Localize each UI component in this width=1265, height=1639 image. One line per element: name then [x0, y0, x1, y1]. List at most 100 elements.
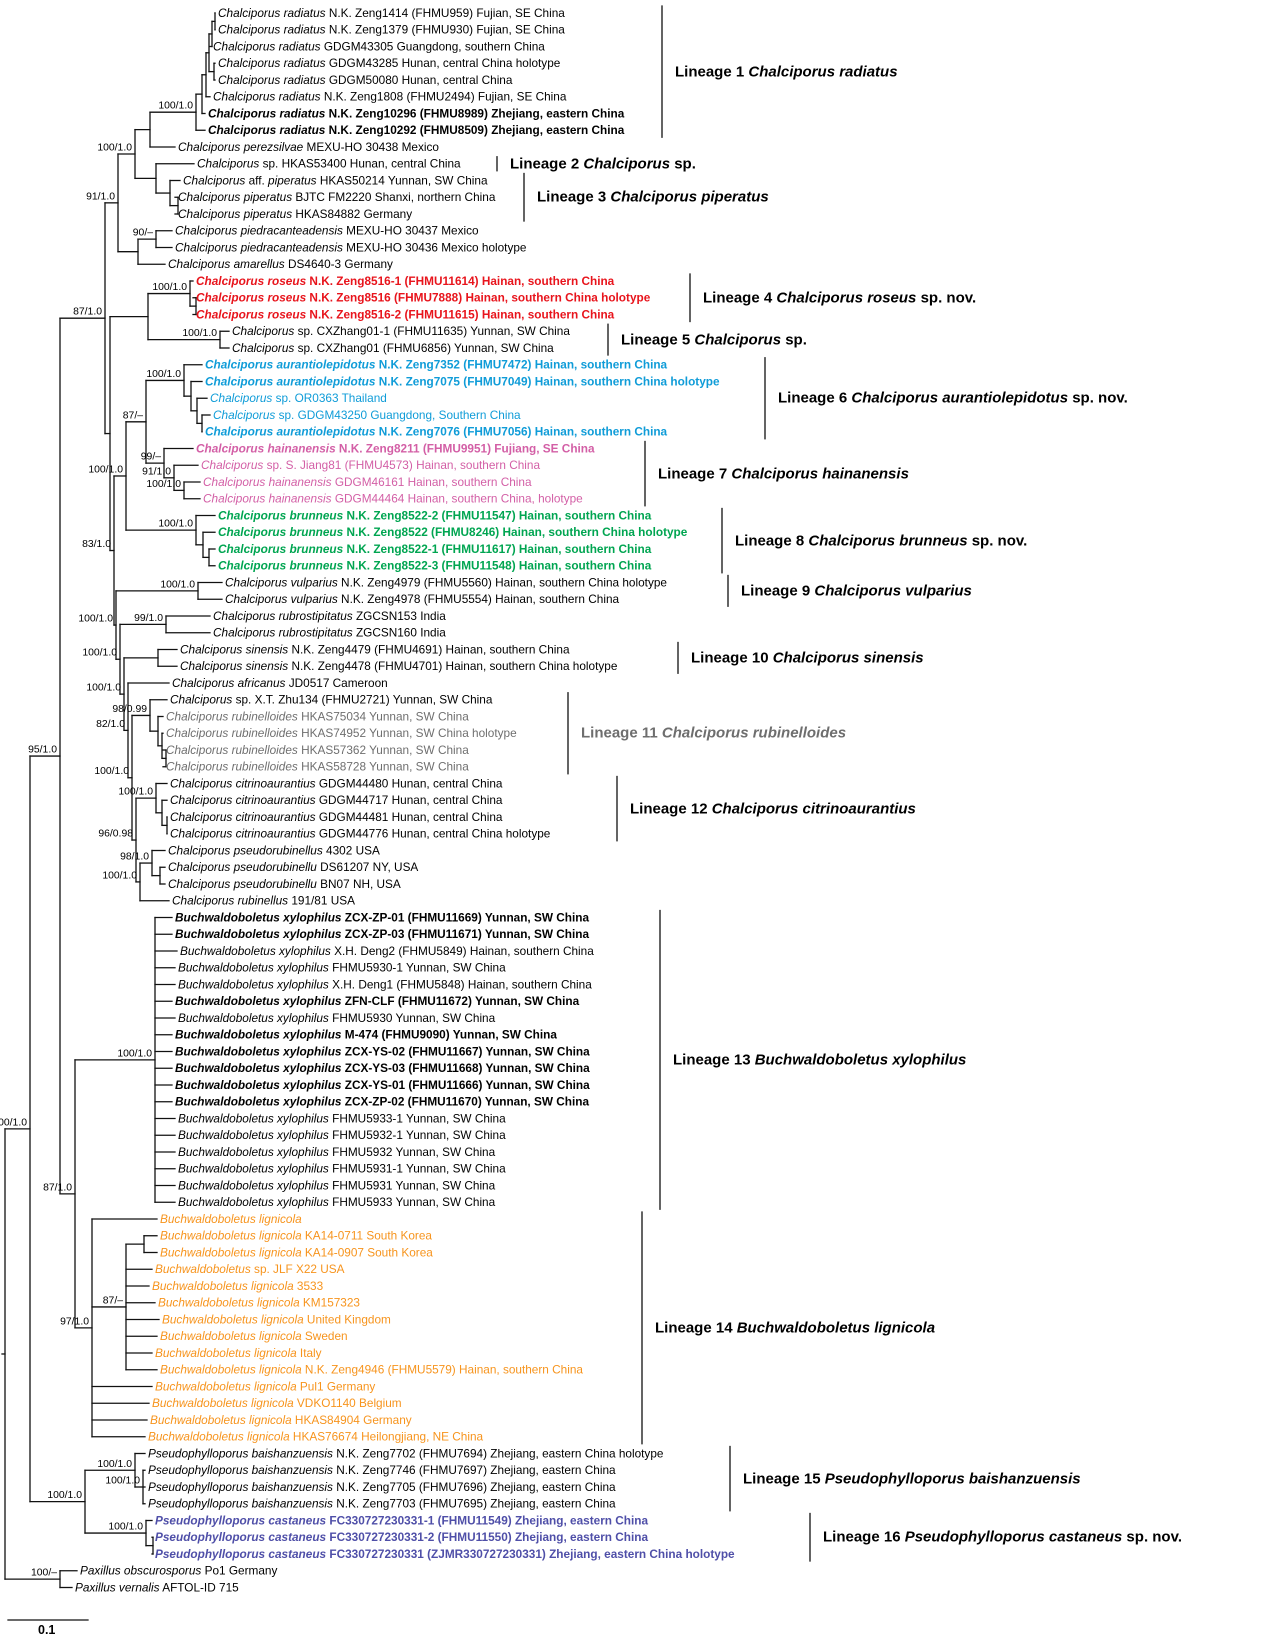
- support-value: 100/1.0: [97, 1459, 132, 1470]
- lineage-label: Lineage 7 Chalciporus hainanensis: [658, 465, 909, 483]
- taxon-label: Buchwaldoboletus xylophilus ZCX-YS-03 (F…: [175, 1061, 590, 1075]
- taxon-label: Chalciporus vulparius N.K. Zeng4978 (FHM…: [225, 592, 620, 606]
- taxon-label: Buchwaldoboletus xylophilus X.H. Deng1 (…: [178, 977, 592, 991]
- support-value: 100/1.0: [160, 579, 195, 590]
- lineage-label: Lineage 14 Buchwaldoboletus lignicola: [655, 1319, 936, 1337]
- taxon-label: Chalciporus citrinoaurantius GDGM44481 H…: [170, 810, 503, 824]
- taxon-label: Buchwaldoboletus lignicola Pul1 Germany: [155, 1379, 375, 1393]
- taxon-label: Chalciporus roseus N.K. Zeng8516-1 (FHMU…: [196, 274, 615, 288]
- support-value: 98/0.99: [112, 704, 147, 715]
- taxon-label: Chalciporus piedracanteadensis MEXU-HO 3…: [175, 224, 479, 238]
- taxon-label: Pseudophylloporus baishanzuensis N.K. Ze…: [148, 1480, 616, 1494]
- taxon-label: Buchwaldoboletus xylophilus ZCX-ZP-02 (F…: [175, 1095, 589, 1109]
- taxon-label: Chalciporus rubinelloides HKAS58728 Yunn…: [166, 760, 469, 774]
- taxon-label: Buchwaldoboletus lignicola Sweden: [160, 1329, 348, 1343]
- lineage-label: Lineage 8 Chalciporus brunneus sp. nov.: [735, 532, 1028, 550]
- taxon-label: Buchwaldoboletus xylophilus FHMU5932-1 Y…: [178, 1128, 506, 1142]
- support-value: 100/1.0: [105, 1476, 140, 1487]
- taxon-label: Chalciporus hainanensis N.K. Zeng8211 (F…: [196, 441, 595, 455]
- taxon-label: Buchwaldoboletus xylophilus FHMU5933 Yun…: [178, 1195, 496, 1209]
- support-value: 91/1.0: [86, 191, 115, 202]
- taxon-label: Buchwaldoboletus lignicola KA14-0711 Sou…: [160, 1229, 432, 1243]
- taxon-label: Chalciporus rubinelloides HKAS75034 Yunn…: [166, 709, 469, 723]
- taxon-label: Buchwaldoboletus lignicola HKAS76674 Hei…: [148, 1430, 484, 1444]
- taxon-label: Pseudophylloporus castaneus FC3307272303…: [155, 1530, 648, 1544]
- lineage-label: Lineage 10 Chalciporus sinensis: [691, 649, 924, 667]
- taxon-label: Chalciporus rubinelloides HKAS57362 Yunn…: [166, 743, 469, 757]
- support-value: 83/1.0: [82, 539, 111, 550]
- taxon-label: Chalciporus radiatus N.K. Zeng1414 (FHMU…: [218, 6, 565, 20]
- taxon-label: Buchwaldoboletus xylophilus FHMU5931-1 Y…: [178, 1162, 506, 1176]
- support-value: 100/1.0: [158, 519, 193, 530]
- taxon-label: Buchwaldoboletus xylophilus FHMU5933-1 Y…: [178, 1111, 506, 1125]
- taxon-label: Chalciporus amarellus DS4640-3 Germany: [168, 257, 393, 271]
- taxon-label: Buchwaldoboletus xylophilus X.H. Deng2 (…: [180, 944, 594, 958]
- taxon-label: Buchwaldoboletus xylophilus FHMU5930 Yun…: [178, 1011, 496, 1025]
- taxon-label: Chalciporus roseus N.K. Zeng8516-2 (FHMU…: [196, 307, 615, 321]
- taxon-label: Chalciporus perezsilvae MEXU-HO 30438 Me…: [178, 140, 439, 154]
- support-value: 100/–: [31, 1568, 57, 1579]
- taxon-label: Paxillus obscurosporus Po1 Germany: [80, 1564, 277, 1578]
- lineage-label: Lineage 4 Chalciporus roseus sp. nov.: [703, 289, 977, 307]
- lineage-label: Lineage 2 Chalciporus sp.: [510, 155, 696, 173]
- support-value: 100/1.0: [88, 464, 123, 475]
- support-value: 90/–: [133, 228, 153, 239]
- taxon-label: Buchwaldoboletus lignicola HKAS84904 Ger…: [150, 1413, 412, 1427]
- taxon-label: Buchwaldoboletus lignicola KA14-0907 Sou…: [160, 1245, 433, 1259]
- support-value: 87/1.0: [73, 307, 102, 318]
- taxon-label: Chalciporus sp. HKAS53400 Hunan, central…: [197, 157, 461, 171]
- taxon-label: Chalciporus radiatus N.K. Zeng10296 (FHM…: [208, 106, 625, 120]
- lineage-label: Lineage 6 Chalciporus aurantiolepidotus …: [778, 389, 1128, 407]
- taxon-label: Paxillus vernalis AFTOL-ID 715: [75, 1580, 239, 1594]
- taxon-label: Buchwaldoboletus lignicola VDKO1140 Belg…: [152, 1396, 402, 1410]
- taxon-label: Chalciporus brunneus N.K. Zeng8522-1 (FH…: [218, 542, 652, 556]
- taxon-label: Chalciporus aurantiolepidotus N.K. Zeng7…: [205, 374, 720, 388]
- taxon-label: Chalciporus pseudorubinellus 4302 USA: [168, 843, 380, 857]
- support-value: 100/1.0: [146, 369, 181, 380]
- support-value: 87/–: [103, 1295, 123, 1306]
- taxon-label: Buchwaldoboletus xylophilus ZFN-CLF (FHM…: [175, 994, 580, 1008]
- taxon-label: Chalciporus radiatus N.K. Zeng1808 (FHMU…: [213, 90, 567, 104]
- support-value: 96/0.98: [98, 829, 133, 840]
- lineage-label: Lineage 5 Chalciporus sp.: [621, 331, 807, 349]
- lineage-label: Lineage 9 Chalciporus vulparius: [741, 582, 972, 600]
- scale-bar: 0.1: [7, 1619, 89, 1637]
- taxon-label: Chalciporus aurantiolepidotus N.K. Zeng7…: [205, 358, 668, 372]
- support-value: 100/1.0: [152, 282, 187, 293]
- scale-bar-label: 0.1: [38, 1623, 55, 1637]
- taxon-label: Chalciporus radiatus N.K. Zeng10292 (FHM…: [208, 123, 625, 137]
- support-value: 82/1.0: [96, 719, 125, 730]
- taxon-label: Chalciporus rubinelloides HKAS74952 Yunn…: [166, 726, 517, 740]
- taxon-label: Buchwaldoboletus xylophilus FHMU5930-1 Y…: [178, 961, 506, 975]
- taxon-label: Chalciporus pseudorubinellu DS61207 NY, …: [168, 860, 418, 874]
- taxon-label: Buchwaldoboletus xylophilus M-474 (FHMU9…: [175, 1028, 557, 1042]
- taxon-label: Buchwaldoboletus xylophilus FHMU5931 Yun…: [178, 1178, 496, 1192]
- taxon-label: Buchwaldoboletus xylophilus ZCX-YS-02 (F…: [175, 1044, 590, 1058]
- taxon-label: Chalciporus piedracanteadensis MEXU-HO 3…: [175, 240, 527, 254]
- taxon-label: Chalciporus rubrostipitatus ZGCSN153 Ind…: [213, 609, 446, 623]
- taxon-label: Chalciporus piperatus BJTC FM2220 Shanxi…: [178, 190, 496, 204]
- taxon-label: Chalciporus sp. CXZhang01-1 (FHMU11635) …: [232, 324, 570, 338]
- taxon-label: Chalciporus radiatus N.K. Zeng1379 (FHMU…: [218, 23, 565, 37]
- support-value: 100/1.0: [118, 787, 153, 798]
- taxon-label: Pseudophylloporus castaneus FC3307272303…: [155, 1547, 735, 1561]
- taxon-label: Chalciporus hainanensis GDGM44464 Hainan…: [203, 492, 583, 506]
- lineage-label: Lineage 12 Chalciporus citrinoaurantius: [630, 800, 916, 818]
- taxon-label: Chalciporus citrinoaurantius GDGM44776 H…: [170, 827, 551, 841]
- lineage-label: Lineage 1 Chalciporus radiatus: [675, 63, 898, 81]
- taxon-label: Chalciporus radiatus GDGM50080 Hunan, ce…: [218, 73, 513, 87]
- taxon-label: Pseudophylloporus baishanzuensis N.K. Ze…: [148, 1463, 616, 1477]
- taxon-label: Chalciporus piperatus HKAS84882 Germany: [178, 207, 412, 221]
- taxon-label: Chalciporus sinensis N.K. Zeng4478 (FHMU…: [180, 659, 618, 673]
- support-value: 91/1.0: [142, 466, 171, 477]
- taxon-label: Chalciporus vulparius N.K. Zeng4979 (FHM…: [225, 575, 667, 589]
- support-value: 100/1.0: [117, 1048, 152, 1059]
- taxon-label: Chalciporus hainanensis GDGM46161 Hainan…: [203, 475, 532, 489]
- tree-branches: [1, 12, 230, 1589]
- taxon-label: Buchwaldoboletus lignicola KM157323: [158, 1296, 360, 1310]
- taxon-label: Pseudophylloporus baishanzuensis N.K. Ze…: [148, 1446, 664, 1460]
- taxon-label: Chalciporus sp. GDGM43250 Guangdong, Sou…: [213, 408, 521, 422]
- taxon-label: Chalciporus pseudorubinellu BN07 NH, USA: [168, 877, 401, 891]
